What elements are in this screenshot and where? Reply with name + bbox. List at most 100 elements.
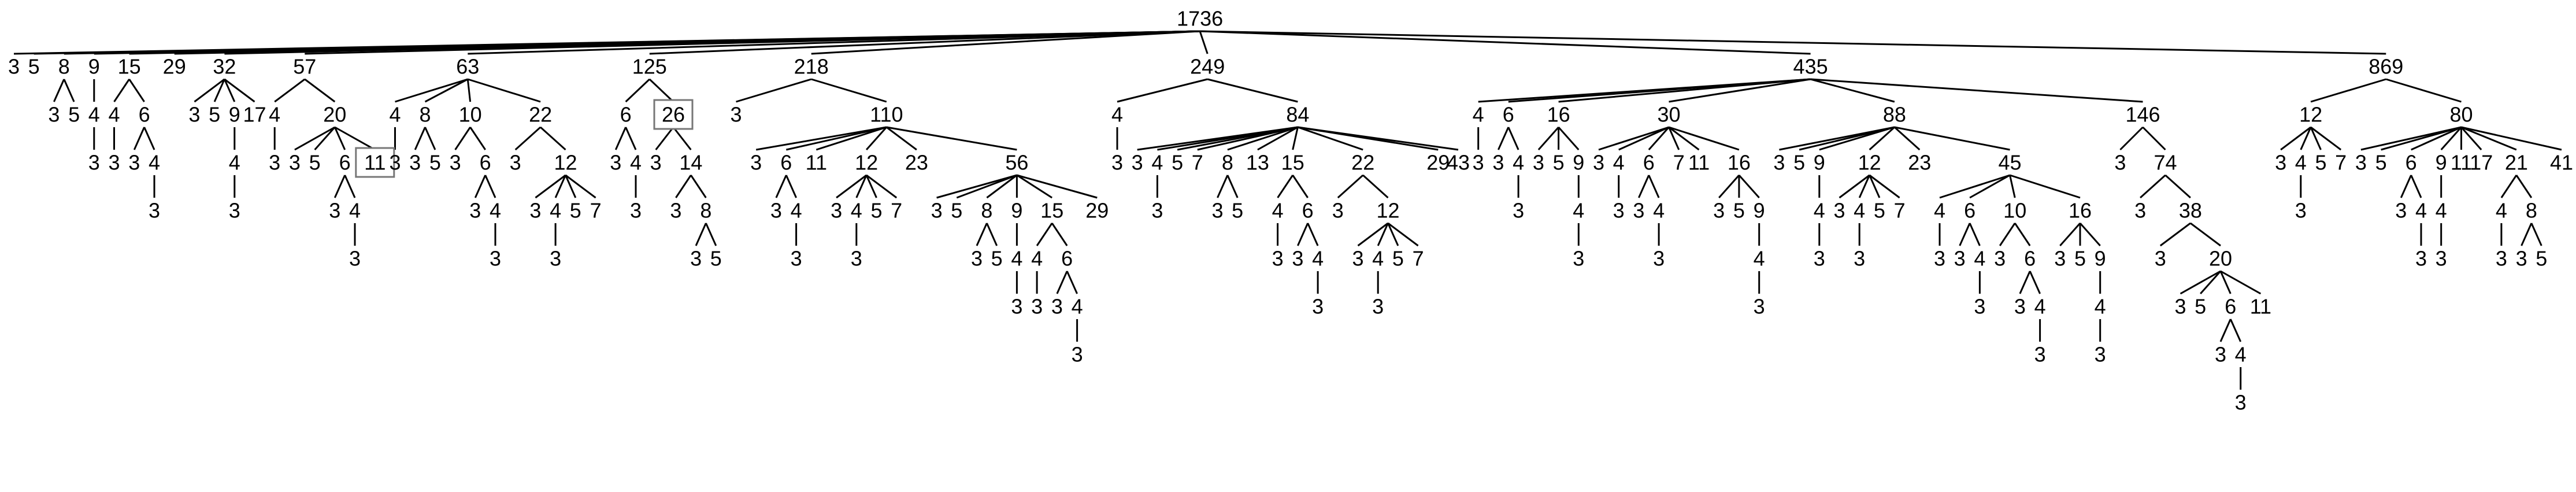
tree-node: 218 xyxy=(794,55,829,79)
tree-node: 63 xyxy=(456,55,479,79)
tree-node: 4 xyxy=(1653,199,1665,223)
tree-node: 30 xyxy=(1657,103,1680,127)
tree-node: 8 xyxy=(2526,199,2537,223)
tree-node: 9 xyxy=(88,55,100,79)
tree-node: 3 xyxy=(2014,295,2026,319)
tree-node: 15 xyxy=(118,55,141,79)
tree-node: 3 xyxy=(1031,295,1043,319)
tree-edge xyxy=(224,78,255,103)
tree-node: 22 xyxy=(529,103,552,127)
node-label: 9 xyxy=(1814,151,1825,175)
tree-edge xyxy=(2190,222,2221,247)
tree-node: 4 xyxy=(1072,295,1083,319)
tree-edge xyxy=(1357,222,1389,247)
tree-edge xyxy=(213,79,225,102)
node-label: 3 xyxy=(2174,295,2186,319)
tree-edge xyxy=(333,175,346,198)
node-label: 23 xyxy=(905,151,928,175)
node-label: 22 xyxy=(529,103,552,127)
tree-node: 11 xyxy=(806,151,827,175)
node-label: 32 xyxy=(213,55,236,79)
node-label: 5 xyxy=(1793,151,1805,175)
tree-edge xyxy=(143,127,155,150)
node-label: 4 xyxy=(389,103,401,127)
node-label: 30 xyxy=(1657,103,1680,127)
tree-node: 3 xyxy=(2155,247,2166,271)
node-label: 3 xyxy=(851,247,862,271)
node-label: 3 xyxy=(188,103,200,127)
tree-edge xyxy=(1648,175,1660,198)
node-label: 6 xyxy=(480,151,491,175)
tree-node: 6 xyxy=(2225,295,2236,319)
tree-edges xyxy=(13,30,2562,390)
node-label: 146 xyxy=(2125,103,2160,127)
tree-node: 9 xyxy=(1573,151,1584,175)
tree-edge xyxy=(649,30,1200,55)
node-label: 6 xyxy=(139,103,150,127)
node-label: 4 xyxy=(1312,247,1324,271)
node-label: 3 xyxy=(1151,199,1163,223)
tree-node: 3 xyxy=(229,199,240,223)
tree-node: 4 xyxy=(2034,295,2046,319)
tree-edge xyxy=(454,127,471,150)
node-label: 45 xyxy=(1998,151,2021,175)
tree-node: 9 xyxy=(1754,199,1765,223)
tree-node: 3 xyxy=(2415,247,2427,271)
node-label: 6 xyxy=(1964,199,1975,223)
tree-edge xyxy=(836,174,867,199)
tree-node: 3 xyxy=(770,199,782,223)
tree-node: 7 xyxy=(1894,199,1906,223)
tree-edge xyxy=(1307,223,1319,246)
tree-edge xyxy=(2219,271,2232,294)
tree-node: 3 xyxy=(1814,247,1825,271)
tree-node: 3 xyxy=(1533,151,1544,175)
tree-node: 4 xyxy=(229,151,240,175)
tree-node: 4 xyxy=(108,103,120,127)
tree-node: 5 xyxy=(870,199,882,223)
tree-edge xyxy=(2180,270,2221,295)
node-label: 9 xyxy=(1754,199,1765,223)
node-label: 3 xyxy=(2134,199,2146,223)
tree-node: 4 xyxy=(1613,151,1625,175)
node-label: 3 xyxy=(1352,247,1363,271)
tree-node: 3 xyxy=(1954,247,1966,271)
tree-node: 14 xyxy=(679,151,702,175)
tree-edge xyxy=(755,126,887,151)
node-label: 3 xyxy=(1773,151,1785,175)
tree-node: 3 xyxy=(1011,295,1022,319)
tree-edge xyxy=(816,126,887,151)
tree-edge xyxy=(1197,126,1298,151)
node-label: 3 xyxy=(831,199,842,223)
tree-edge xyxy=(785,175,797,198)
tree-node: 4 xyxy=(1011,247,1022,271)
tree-edge xyxy=(1036,223,1053,246)
node-label: 3 xyxy=(1974,295,1985,319)
node-label: 3 xyxy=(971,247,983,271)
tree-node: 3 xyxy=(1633,199,1644,223)
node-label: 6 xyxy=(780,151,792,175)
node-label: 38 xyxy=(2179,199,2202,223)
tree-edge xyxy=(1893,126,1921,151)
tree-node: 3 xyxy=(1974,295,1985,319)
tree-node: 4 xyxy=(2496,199,2507,223)
tree-node: 4 xyxy=(1111,103,1123,127)
tree-edge xyxy=(2521,223,2533,246)
tree-edge xyxy=(1200,30,1811,55)
tree-node: 6 xyxy=(339,151,351,175)
node-label: 4 xyxy=(1513,151,1524,175)
tree-edge xyxy=(424,127,436,150)
node-label: 3 xyxy=(1473,151,1484,175)
tree-edge xyxy=(113,79,130,102)
tree-edge xyxy=(2410,175,2422,198)
tree-edge xyxy=(625,127,637,150)
node-label: 10 xyxy=(459,103,482,127)
tree-node: 3 xyxy=(1211,199,1223,223)
tree-edge xyxy=(614,127,627,150)
node-label: 869 xyxy=(2369,55,2403,79)
tree-edge xyxy=(1738,175,1760,198)
tree-node: 3 xyxy=(1613,199,1625,223)
node-label: 6 xyxy=(1643,151,1655,175)
tree-node: 4 xyxy=(1513,151,1524,175)
tree-edge xyxy=(956,174,1017,199)
